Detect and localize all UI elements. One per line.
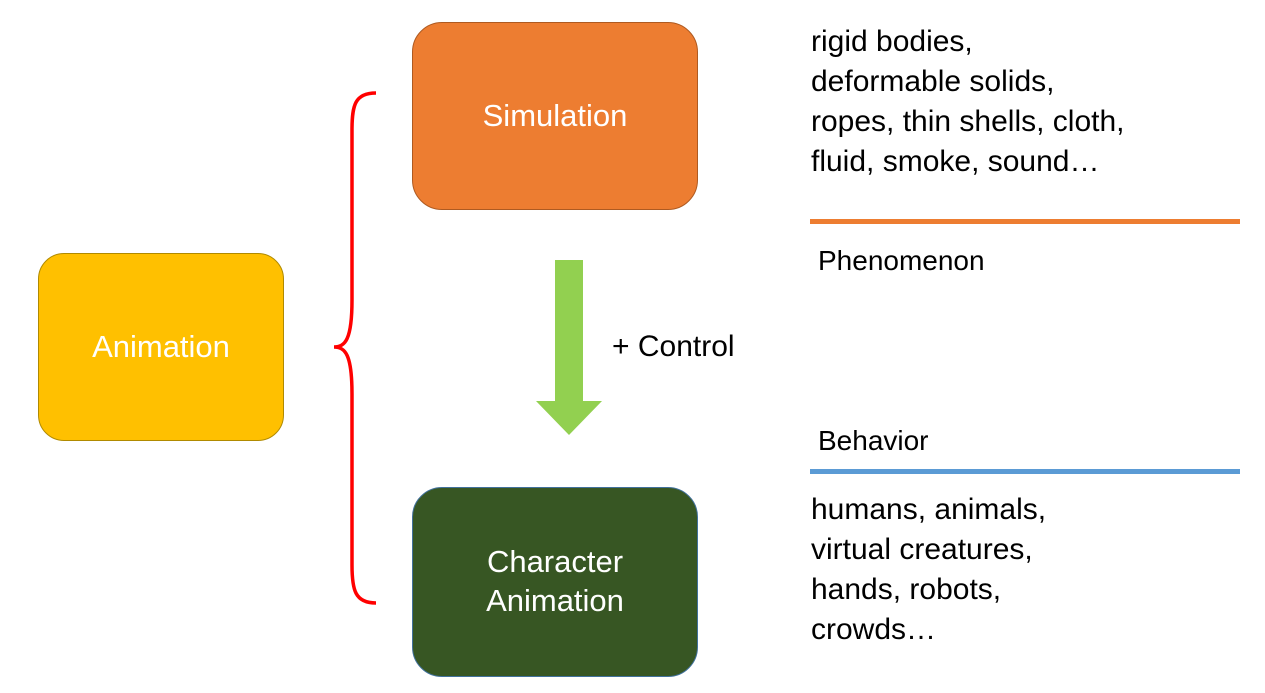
- character-animation-box: Character Animation: [412, 487, 698, 677]
- simulation-box: Simulation: [412, 22, 698, 210]
- phenomenon-item: ropes, thin shells, cloth,: [811, 105, 1125, 138]
- phenomenon-item: fluid, smoke, sound…: [811, 145, 1100, 178]
- behavior-item: humans, animals,: [811, 493, 1047, 526]
- phenomenon-item: deformable solids,: [811, 65, 1055, 98]
- behavior-item: crowds…: [811, 613, 937, 646]
- behavior-item: hands, robots,: [811, 573, 1002, 606]
- phenomenon-divider: [810, 219, 1240, 224]
- down-arrow: [536, 260, 602, 435]
- behavior-divider: [810, 469, 1240, 474]
- curly-brace: [333, 91, 377, 605]
- phenomenon-examples: rigid bodies, deformable solids, ropes, …: [811, 22, 1125, 182]
- behavior-item: virtual creatures,: [811, 533, 1033, 566]
- character-label-line-1: Character: [486, 544, 624, 580]
- animation-label: Animation: [92, 328, 230, 364]
- behavior-examples: humans, animals, virtual creatures, hand…: [811, 490, 1046, 650]
- character-label-line-2: Animation: [486, 583, 624, 618]
- animation-box: Animation: [38, 253, 284, 441]
- behavior-label: Behavior: [818, 425, 929, 456]
- control-label: + Control: [612, 330, 735, 363]
- simulation-label: Simulation: [482, 97, 628, 133]
- phenomenon-item: rigid bodies,: [811, 25, 973, 58]
- phenomenon-label: Phenomenon: [818, 245, 985, 276]
